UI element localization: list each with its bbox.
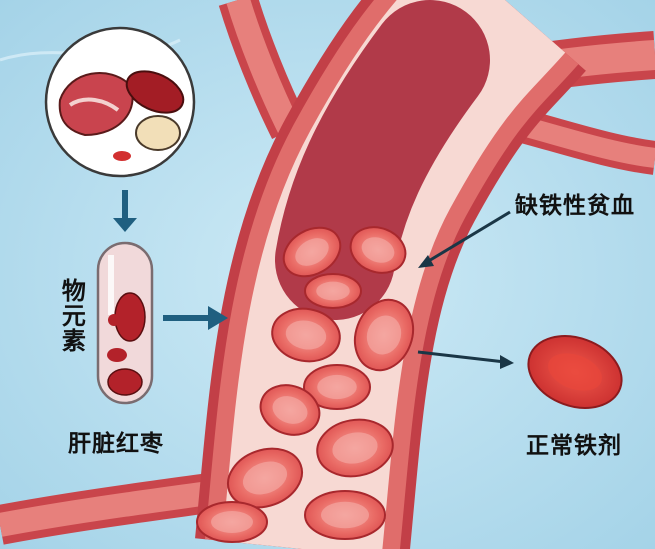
food-source-circle [44,26,196,178]
iron-deficient-clot [275,0,490,320]
right-arrow-icon [163,306,228,330]
vertical-label: 物元素 [57,278,86,353]
red-blood-cell [196,501,268,543]
liver-meat-icon [58,72,134,137]
red-blood-cell [304,273,362,309]
red-blood-cell [303,364,371,410]
normal-red-blood-cell [527,335,623,409]
red-blood-cell [227,447,303,509]
anemia-pointer-arrow [418,210,511,268]
nut-icon [135,115,181,151]
normal-pointer-arrow [417,350,514,369]
red-date-icon [125,70,185,114]
food-source-label: 肝脏红枣 [68,431,164,457]
test-tube [96,241,154,405]
red-blood-cell [353,298,415,372]
red-blood-cells [196,226,415,543]
blood-vessel [195,0,586,549]
down-arrow-icon [113,190,137,232]
anemia-label: 缺铁性贫血 [515,193,635,219]
red-blood-cell [282,226,342,278]
normal-iron-label: 正常铁剂 [526,433,622,459]
red-blood-cell [259,384,321,436]
red-blood-cell [316,418,394,478]
red-blood-cell [349,226,407,274]
red-blood-cell [304,490,386,540]
red-blood-cell [271,307,341,363]
